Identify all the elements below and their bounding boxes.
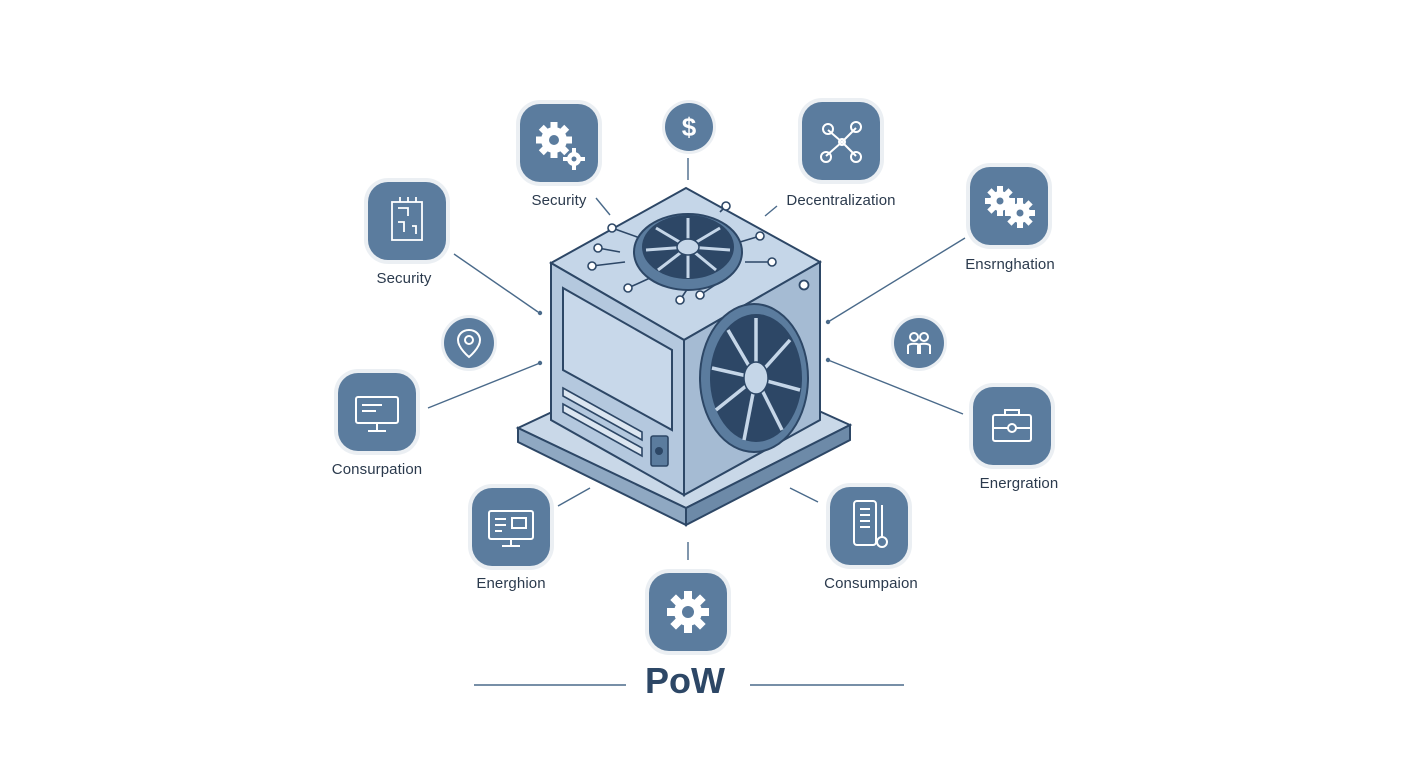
circuit-board-icon [391,197,423,241]
location-pin-icon [456,328,482,359]
dollar-icon: $ [682,112,697,142]
monitor-icon [355,396,399,432]
security-board-tile [368,182,446,260]
energhion-tile [472,488,550,566]
connector-consurpation [427,362,541,409]
security-gears-tile [520,104,598,182]
phone-thermometer-icon [853,500,888,548]
label-decentralization: Decentralization [786,192,896,209]
diagram-title: PoW [645,660,725,701]
label-security-left: Security [376,270,432,287]
people-circle [894,318,944,368]
network-icon [820,121,862,163]
connector-security-left [453,253,539,313]
energration-tile [973,387,1051,465]
label-energration: Energration [979,475,1059,492]
connector-energration [827,359,964,415]
dollar-circle: $ [665,103,713,151]
connector-ensrnghation [827,237,966,323]
label-consurpation: Consurpation [331,461,423,478]
label-ensrnghation: Ensrnghation [965,256,1055,273]
gears-icon [536,122,585,170]
ensrnghation-tile [970,167,1048,245]
connector-security-top [595,197,611,216]
people-icon [907,332,931,354]
consurpation-tile [338,373,416,451]
decentralization-tile [802,102,880,180]
label-security-top: Security [531,192,587,209]
connector-decentralization [764,205,778,217]
briefcase-icon [992,409,1032,442]
connector-energhion [557,487,591,507]
label-energhion: Energhion [476,575,546,592]
pow-gear-tile [649,573,727,651]
label-consumpaion: Consumpaion [824,575,918,592]
monitor-icon [488,510,534,547]
svg-text:$: $ [682,112,697,142]
location-circle [444,318,494,368]
gears-icon [985,186,1035,228]
connector-consumpaion [789,487,819,503]
gear-icon [667,591,709,633]
consumpaion-tile [830,487,908,565]
